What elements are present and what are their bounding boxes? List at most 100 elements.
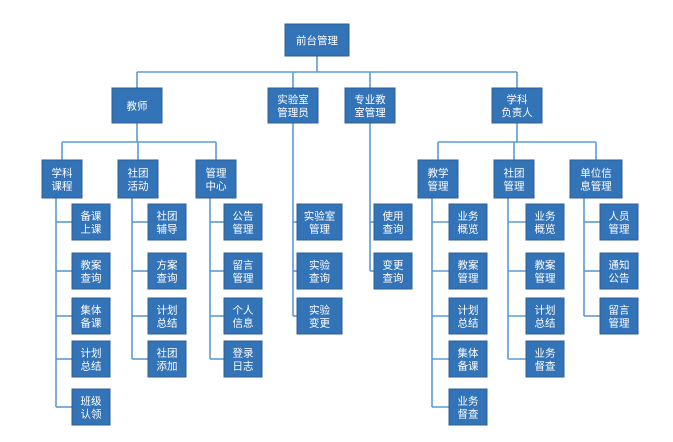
- node-label: 实验室: [304, 210, 336, 223]
- node-box: [448, 340, 488, 378]
- node-box: [525, 252, 565, 290]
- node-label: 教师: [127, 100, 148, 113]
- node-label: 管理: [504, 180, 525, 193]
- node-label: 集体: [81, 304, 102, 317]
- node-box: [599, 203, 639, 241]
- node-box: [491, 87, 543, 124]
- node-box: [147, 203, 187, 241]
- node-label: 总结: [157, 317, 178, 330]
- node-box: [569, 159, 623, 199]
- node-label: 专业教: [354, 93, 386, 106]
- node-label: 业务: [458, 395, 479, 408]
- node-label: 查询: [383, 272, 404, 285]
- node-label: 查询: [81, 272, 102, 285]
- node-box: [417, 159, 459, 199]
- node-box: [296, 203, 343, 241]
- node-label: 督查: [535, 360, 556, 373]
- node-label: 管理: [233, 272, 254, 285]
- node-label: 业务: [535, 210, 556, 223]
- node-label: 管理: [428, 180, 449, 193]
- node-label: 认领: [81, 408, 102, 421]
- node-box: [373, 252, 413, 290]
- node-label: 留言: [233, 259, 254, 272]
- node-label: 前台管理: [296, 34, 338, 47]
- node-label: 管理员: [277, 106, 309, 119]
- node-label: 变更: [383, 259, 404, 272]
- node-label: 业务: [458, 210, 479, 223]
- node-box: [493, 159, 535, 199]
- node-label: 人员: [609, 211, 630, 223]
- node-box: [147, 340, 187, 378]
- node-box: [448, 252, 488, 290]
- node-box: [147, 297, 187, 335]
- node-label: 信息: [233, 317, 254, 330]
- node-box: [344, 87, 396, 124]
- node-label: 变更: [309, 317, 330, 330]
- node-box: [448, 297, 488, 335]
- node-label: 室管理: [354, 106, 386, 119]
- node-label: 教学: [428, 167, 449, 180]
- node-box: [195, 159, 237, 199]
- node-label: 上课: [81, 224, 102, 236]
- node-label: 活动: [128, 181, 149, 193]
- node-label: 管理: [206, 167, 227, 180]
- node-label: 实验: [309, 259, 330, 272]
- node-label: 查询: [309, 272, 330, 285]
- node-label: 学科: [507, 93, 528, 106]
- node-box: [41, 159, 83, 199]
- node-label: 实验室: [277, 93, 309, 106]
- node-label: 计划: [458, 304, 479, 317]
- node-label: 管理: [233, 223, 254, 236]
- node-label: 备课: [458, 360, 479, 373]
- node-label: 计划: [81, 347, 102, 360]
- node-label: 社团: [157, 210, 178, 223]
- node-box: [147, 252, 187, 290]
- node-label: 息管理: [580, 180, 612, 193]
- node-box: [525, 203, 565, 241]
- node-teacher: 教师: [111, 87, 163, 124]
- node-label: 概览: [458, 223, 479, 236]
- node-label: 业务: [535, 347, 556, 360]
- node-label: 管理: [458, 272, 479, 285]
- node-label: 教案: [81, 259, 102, 272]
- node-box: [525, 297, 565, 335]
- node-label: 日志: [233, 360, 254, 373]
- node-label: 方案: [157, 259, 178, 272]
- node-box: [117, 159, 159, 199]
- node-label: 查询: [157, 272, 178, 285]
- node-box: [296, 297, 343, 335]
- node-label: 公告: [609, 272, 630, 285]
- node-box: [448, 388, 488, 426]
- node-box: [71, 252, 111, 290]
- node-label: 添加: [157, 360, 178, 373]
- node-root: 前台管理: [284, 23, 350, 57]
- node-box: [223, 252, 263, 290]
- node-box: [223, 340, 263, 378]
- node-label: 负责人: [501, 106, 533, 119]
